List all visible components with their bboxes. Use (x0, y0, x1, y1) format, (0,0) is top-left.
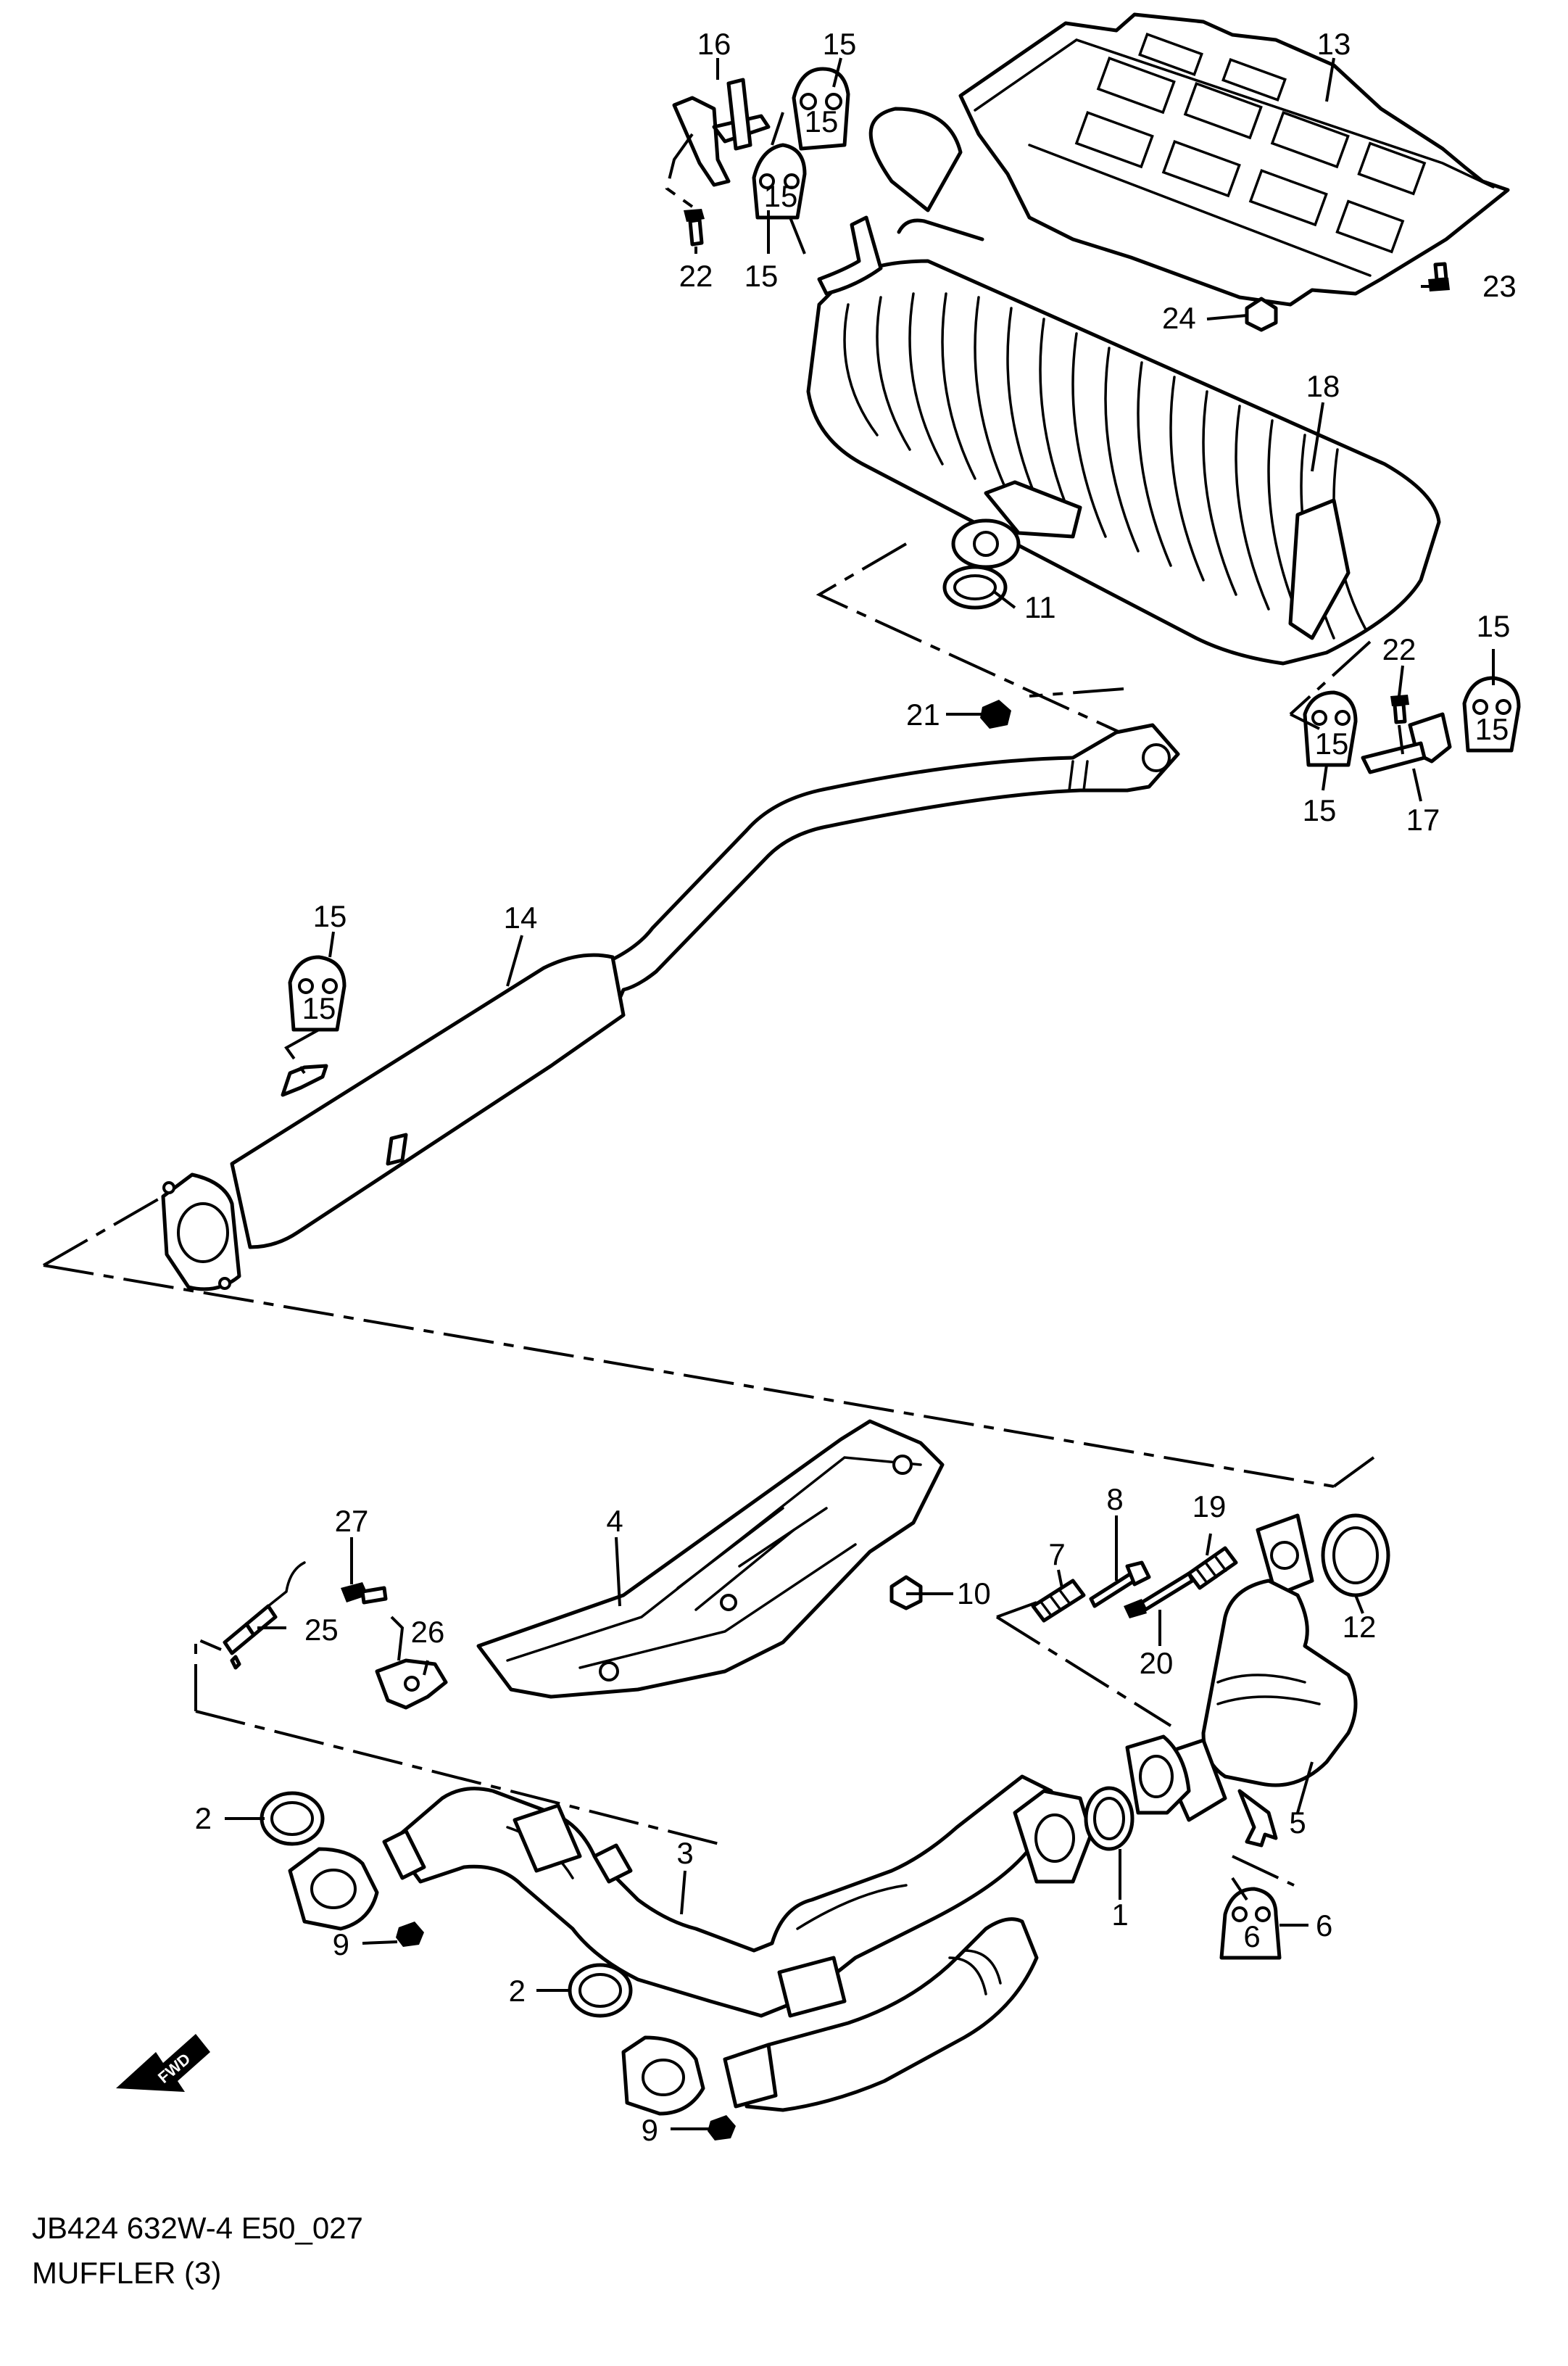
catalytic-converter-5 (1125, 1513, 1358, 1848)
callout-23: 23 (1482, 269, 1517, 303)
leader-lines (225, 57, 1495, 2130)
callout-9: 9 (333, 1927, 349, 1961)
bolt-23 (1428, 262, 1450, 291)
nut-24 (1245, 297, 1278, 332)
callout-20: 20 (1140, 1646, 1174, 1680)
bolt-22-top (684, 209, 705, 247)
callout-1: 1 (1111, 1898, 1128, 1932)
callout-19: 19 (1192, 1489, 1227, 1523)
hanger-mark: 15 (302, 991, 336, 1025)
gasket-12 (1321, 1513, 1390, 1597)
callout-15: 15 (1477, 609, 1511, 643)
assembly-lines (43, 112, 1404, 1901)
callout-14: 14 (504, 901, 538, 935)
callout-8: 8 (1106, 1482, 1123, 1516)
callout-13: 13 (1317, 27, 1351, 61)
front-pipe-3 (288, 1774, 1093, 2116)
callout-25: 25 (304, 1613, 339, 1647)
bracket-26 (375, 1658, 448, 1710)
gasket-11 (942, 565, 1008, 610)
callout-6: 6 (1316, 1908, 1332, 1943)
callout-21: 21 (906, 698, 940, 732)
gasket-2-lower (568, 1963, 633, 2018)
callout-7: 7 (1048, 1537, 1065, 1571)
callout-labels: 16 15 13 15 22 23 24 18 11 22 15 21 15 1… (195, 27, 1517, 2147)
diagram-caption: JB424 632W-4 E50_027 MUFFLER (3) (32, 2206, 363, 2296)
callout-22: 22 (679, 259, 713, 293)
oxygen-sensor-25 (223, 1561, 306, 1670)
spring-7 (1031, 1579, 1086, 1623)
callout-11: 11 (1024, 590, 1056, 624)
hanger-mark: 15 (1475, 712, 1509, 746)
callout-17: 17 (1406, 803, 1440, 837)
heat-shield-4 (476, 1419, 945, 1699)
muffler-hanger-rod (817, 215, 883, 296)
bracket-17 (1361, 712, 1452, 774)
callout-15: 15 (313, 899, 347, 933)
diagram-code: JB424 632W-4 E50_027 (32, 2211, 363, 2245)
bolt-27 (341, 1582, 388, 1605)
callout-15: 15 (744, 259, 779, 293)
hanger-mark: 15 (764, 179, 798, 213)
rubber-hanger-6: 6 (1219, 1887, 1282, 1960)
nut-9-upper (396, 1922, 424, 1947)
callout-4: 4 (606, 1504, 623, 1538)
callout-15: 15 (1303, 793, 1337, 827)
heat-shield-13 (958, 12, 1510, 307)
callout-3: 3 (676, 1836, 693, 1870)
callout-24: 24 (1162, 301, 1196, 335)
bolt-22-rear (1390, 695, 1409, 724)
gasket-1 (1084, 1786, 1134, 1851)
callout-12: 12 (1343, 1610, 1377, 1644)
spring-19 (1187, 1546, 1238, 1590)
muffler-ribs (843, 292, 1368, 640)
hanger-mark: 15 (1315, 727, 1349, 761)
nut-21 (980, 700, 1011, 729)
rubber-hanger-15-rear-right: 15 (1462, 676, 1521, 753)
gasket-2-upper (260, 1791, 325, 1846)
bolt-8 (1089, 1560, 1151, 1608)
rubber-hanger-15-center: 15 (288, 955, 347, 1032)
bolt-20 (1124, 1571, 1195, 1618)
nut-9-lower (708, 2115, 736, 2140)
callout-2: 2 (509, 1974, 526, 2008)
callout-27: 27 (335, 1504, 369, 1538)
callout-16: 16 (697, 27, 731, 61)
hanger-mark: 6 (1243, 1919, 1260, 1953)
hanger-mark: 15 (805, 104, 839, 138)
callout-5: 5 (1289, 1805, 1306, 1840)
callout-18: 18 (1306, 369, 1340, 403)
center-pipe-14 (161, 723, 1180, 1291)
rubber-hanger-15-mid: 15 (752, 143, 807, 220)
diagram-title: MUFFLER (3) (32, 2256, 222, 2290)
callout-15: 15 (823, 27, 857, 61)
rear-muffler-18 (806, 107, 1441, 666)
callout-9: 9 (642, 2113, 658, 2147)
callout-26: 26 (411, 1615, 445, 1649)
rubber-hanger-15-rear-left: 15 (1303, 690, 1358, 767)
fwd-arrow-icon: FWD (116, 2034, 210, 2092)
bracket-16 (672, 78, 771, 187)
callout-22: 22 (1382, 632, 1416, 666)
rubber-hanger-15-top: 15 (792, 67, 850, 151)
callout-2: 2 (195, 1801, 212, 1835)
callout-10: 10 (957, 1576, 991, 1610)
